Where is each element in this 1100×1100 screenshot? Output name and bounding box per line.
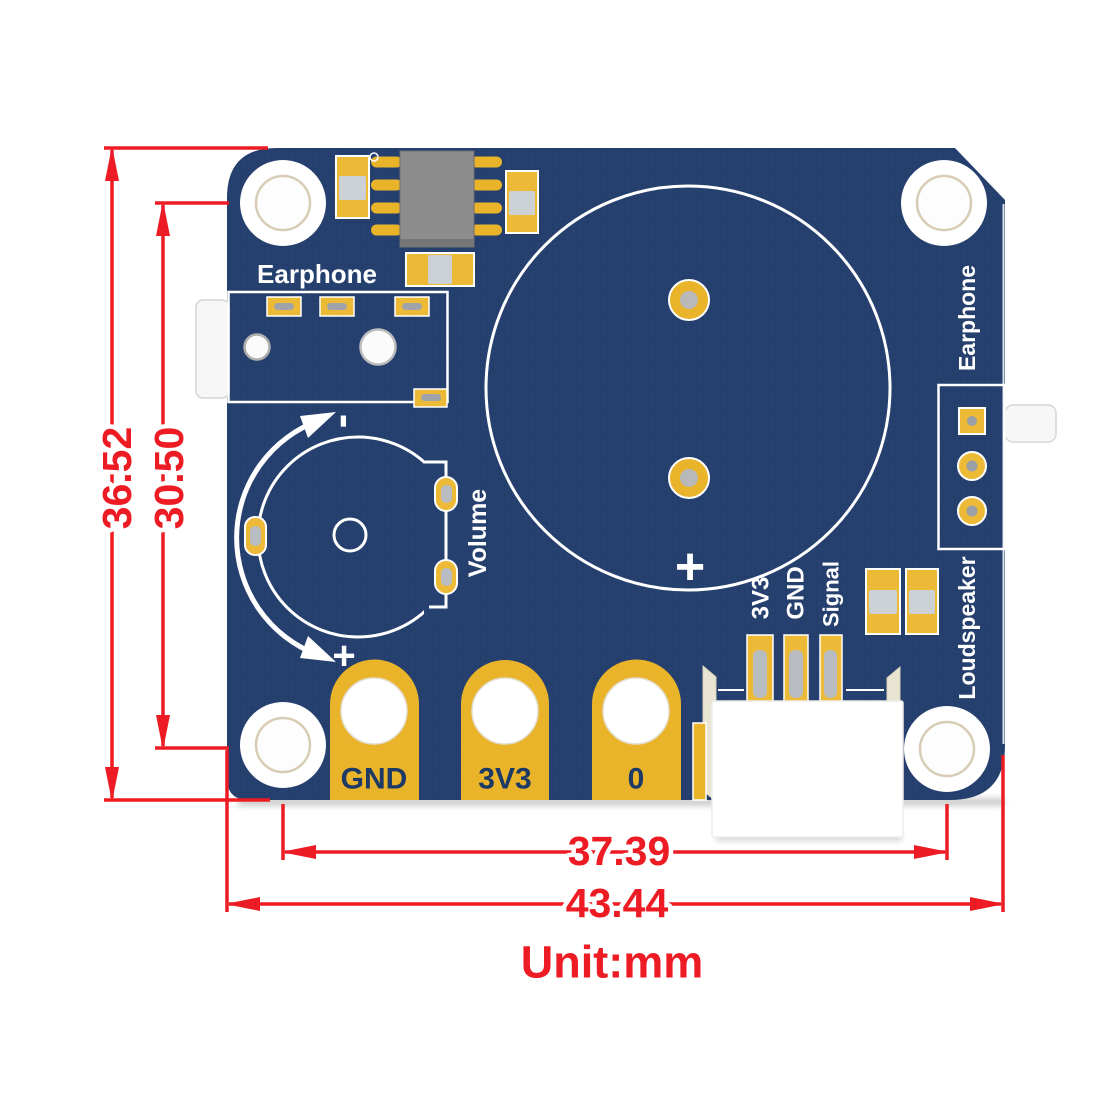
power-pad-0-label: 0 (628, 763, 645, 796)
dimension-label-height-outer: 36.52 (94, 427, 140, 530)
amplifier-chip (369, 150, 502, 248)
signal-pad-gnd (783, 634, 809, 704)
jack-hole-large (359, 328, 397, 366)
earphone-label-top: Earphone (257, 259, 377, 289)
buzzer-plus-mark: + (675, 538, 705, 596)
volume-label: Volume (464, 489, 492, 578)
unit-label: Unit:mm (521, 937, 703, 988)
mounting-hole-bottom-left (240, 702, 326, 788)
pot-center-hole (332, 517, 368, 553)
smd-component-below-chip (405, 252, 475, 287)
volume-rotation-arrow (234, 417, 321, 658)
pot-pad-right-bottom (434, 559, 458, 595)
header-pad-round-1 (957, 451, 987, 481)
power-pad-3v3-label: 3V3 (478, 763, 531, 796)
volume-pot: - + Volume (234, 412, 492, 678)
pot-pad-right-top (434, 476, 458, 512)
dimension-label-height-holes: 30.50 (146, 427, 192, 530)
earphone-label-right: Earphone (954, 265, 980, 371)
signal-pin-labels: 3V3 GND Signal (748, 561, 844, 627)
pin-label-gnd: GND (783, 566, 810, 619)
pin-label-3v3: 3V3 (748, 577, 775, 620)
buzzer-outline: + (484, 184, 892, 596)
connector-body (711, 700, 904, 838)
smd-component-speaker-2 (905, 568, 939, 635)
chip-body-edge (400, 239, 474, 247)
board-shadow (238, 798, 1004, 806)
dimension-height-holes (155, 201, 229, 750)
header-pad-round-2 (957, 496, 987, 526)
arrow-right-icon (970, 897, 1005, 911)
signal-pin-pads (746, 634, 843, 704)
buzzer-hole-top (668, 279, 710, 321)
dimension-label-width-holes: 37.39 (568, 828, 671, 874)
jack-pad-2 (319, 296, 355, 317)
arrow-right-icon (914, 845, 949, 859)
smd-component-speaker-1 (865, 568, 901, 635)
mounting-hole-top-left (240, 160, 326, 246)
power-pad-3v3: 3V3 (461, 660, 549, 800)
mounting-holes (240, 160, 990, 792)
connector-side-pad (692, 722, 707, 801)
pot-flat-edge (424, 460, 448, 609)
jack-pad-3 (394, 296, 430, 317)
arrow-left-icon (281, 845, 316, 859)
pin-label-signal: Signal (819, 561, 844, 627)
loudspeaker-label: Loudspeaker (954, 556, 980, 699)
earphone-header-footprint (937, 383, 1006, 551)
dimension-height-outer (104, 146, 270, 802)
arrow-up-icon (105, 146, 119, 181)
mounting-hole-top-right (901, 160, 987, 246)
chip-body (399, 150, 475, 248)
volume-minus-mark: - (316, 414, 365, 429)
dimension-width-outer (225, 750, 1005, 912)
speaker-connector (692, 664, 904, 841)
dimension-label-width-outer: 43.44 (566, 880, 669, 926)
earphone-jack-footprint (227, 290, 449, 408)
dimension-annotations: 36.52 30.50 37.39 43.44 Unit:mm (90, 146, 1005, 992)
arrow-down-icon (156, 715, 170, 750)
arrow-left-icon (225, 897, 260, 911)
arrow-up-icon (156, 201, 170, 236)
smd-component-left (335, 155, 370, 219)
power-pad-gnd-label: GND (341, 763, 408, 796)
jack-pad-4 (413, 388, 448, 408)
arrow-down-icon (105, 767, 119, 802)
earphone-jack-barrel (195, 299, 230, 399)
smd-component-right (505, 170, 539, 234)
signal-pad-3v3 (746, 634, 774, 704)
chip-pins (371, 156, 502, 236)
pot-pad-left (244, 516, 267, 556)
buzzer-hole-bottom (668, 457, 710, 499)
signal-pad-signal (819, 634, 843, 704)
header-pad-square (958, 407, 986, 435)
earphone-header-pin-tab (1004, 404, 1057, 443)
power-pads: GND 3V3 0 (330, 659, 681, 800)
volume-arrow-head-bottom (300, 636, 336, 662)
dimension-width-holes (281, 804, 949, 860)
power-pad-0: 0 (592, 659, 681, 800)
power-pad-gnd: GND (330, 659, 419, 800)
volume-arrow-head-top (300, 412, 336, 438)
jack-hole-small (243, 333, 271, 361)
mounting-hole-bottom-right (904, 706, 990, 792)
jack-pad-1 (266, 296, 302, 317)
